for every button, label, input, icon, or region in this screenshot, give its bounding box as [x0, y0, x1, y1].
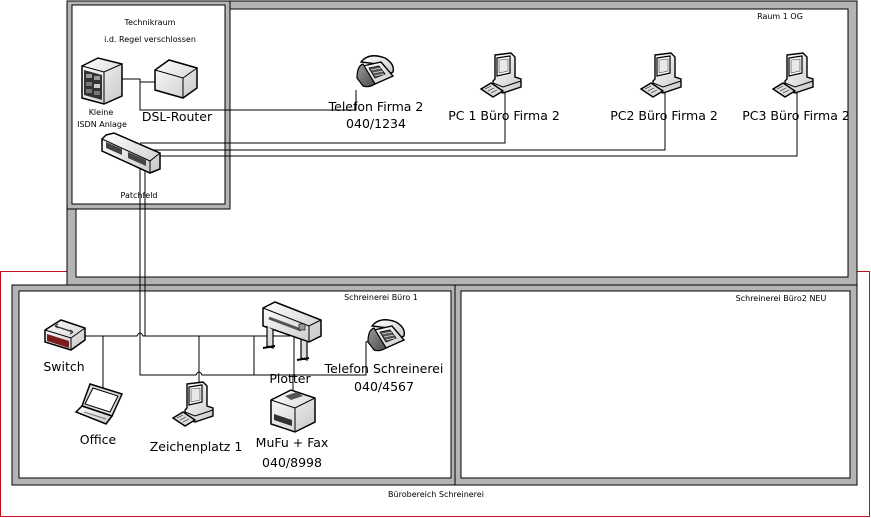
zeichenplatz-label: Zeichenplatz 1	[150, 439, 243, 454]
router-box-icon	[154, 59, 198, 99]
patch-panel-icon	[101, 132, 161, 174]
plotter[interactable]	[262, 301, 322, 361]
multifunction-printer-icon	[270, 389, 316, 433]
telefon-firma2-number: 040/1234	[346, 116, 406, 131]
dsl-router[interactable]	[154, 59, 198, 99]
isdn-anlage[interactable]	[81, 57, 123, 105]
cable-pc2	[140, 90, 666, 151]
patchfeld[interactable]	[101, 132, 161, 174]
switch-label: Switch	[43, 359, 84, 374]
room-schreinerei-buero-2	[454, 284, 858, 486]
isdn-label-line2: ISDN Anlage	[77, 120, 127, 129]
mufu-number: 040/8998	[262, 455, 322, 470]
isdn-label-line1: Kleine	[89, 108, 114, 117]
telefon-firma2-label: Telefon Firma 2	[328, 99, 424, 114]
pbx-server-icon	[81, 57, 123, 105]
switch[interactable]	[44, 319, 86, 351]
cabling	[85, 78, 798, 397]
laptop-icon	[74, 383, 124, 425]
schreinerei-buero-1-label: Schreinerei Büro 1	[344, 293, 418, 302]
room-technikraum	[66, 0, 231, 210]
network-switch-icon	[44, 319, 86, 351]
office-label: Office	[80, 432, 117, 447]
cable-pc1	[140, 90, 506, 144]
telefon-schreinerei-number: 040/4567	[354, 379, 414, 394]
pc1-label: PC 1 Büro Firma 2	[448, 108, 560, 123]
mufu-label: MuFu + Fax	[256, 435, 329, 450]
cable-pc3	[140, 90, 798, 157]
office-laptop[interactable]	[74, 383, 124, 425]
patchfeld-label: Patchfeld	[120, 191, 157, 200]
raum-1og-label: Raum 1 OG	[757, 12, 803, 21]
telefon-schreinerei-label: Telefon Schreinerei	[324, 361, 444, 376]
dsl-router-label: DSL-Router	[142, 109, 213, 124]
plotter-icon	[262, 301, 322, 361]
pc2-label: PC2 Büro Firma 2	[610, 108, 718, 123]
plotter-label: Plotter	[269, 371, 311, 386]
technikraum-label-line1: Technikraum	[124, 18, 176, 27]
schreinerei-buero-2-label: Schreinerei Büro2 NEU	[736, 294, 827, 303]
technikraum-label-line2: i.d. Regel verschlossen	[104, 35, 196, 44]
cable-telefon-firma2	[139, 79, 357, 111]
pc3-label: PC3 Büro Firma 2	[742, 108, 850, 123]
zone-label: Bürobereich Schreinerei	[388, 490, 484, 499]
mufu-fax[interactable]	[270, 389, 316, 433]
